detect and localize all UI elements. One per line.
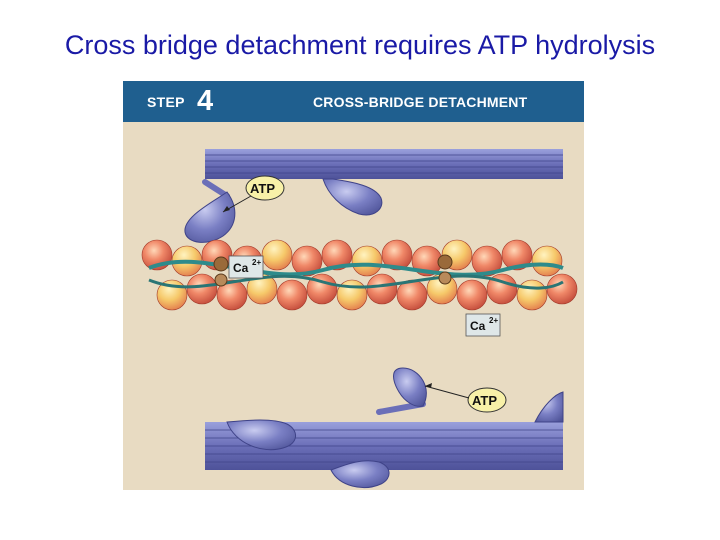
svg-text:2+: 2+ [489, 316, 498, 325]
svg-text:ATP: ATP [472, 393, 497, 408]
slide-title: Cross bridge detachment requires ATP hyd… [64, 30, 656, 60]
cross-bridge-figure: STEP 4 CROSS-BRIDGE DETACHMENT [123, 81, 584, 490]
atp-label-bottom: ATP [424, 383, 507, 413]
ca-label-right: Ca 2+ [465, 313, 501, 337]
svg-text:Ca: Ca [470, 319, 486, 333]
actin-bead [501, 239, 533, 271]
ca-label-left: Ca 2+ [228, 255, 264, 279]
actin-bead [486, 273, 518, 305]
step-number: 4 [197, 85, 214, 117]
actin-bead [351, 245, 383, 277]
actin-bead [321, 239, 353, 271]
thick-filament-top [205, 149, 563, 179]
svg-text:2+: 2+ [252, 258, 261, 267]
svg-text:Ca: Ca [233, 261, 249, 275]
atp-label-top: ATP [222, 175, 285, 213]
actin-bead [381, 239, 413, 271]
step-label: STEP [147, 94, 185, 110]
step-banner: STEP 4 CROSS-BRIDGE DETACHMENT [123, 81, 584, 122]
actin-bead [531, 245, 563, 277]
actin-bead [186, 273, 218, 305]
actin-bead [471, 245, 503, 277]
step-name: CROSS-BRIDGE DETACHMENT [313, 94, 528, 110]
actin-bead [516, 279, 548, 311]
thin-filament [141, 239, 578, 311]
actin-bead [276, 279, 308, 311]
actin-bead [306, 273, 338, 305]
myosin-heads [184, 178, 564, 488]
actin-bead [456, 279, 488, 311]
troponin [213, 254, 453, 287]
svg-text:ATP: ATP [250, 181, 275, 196]
actin-bead [216, 279, 248, 311]
actin-bead [291, 245, 323, 277]
sarcomere-illustration: Ca 2+ Ca 2+ ATP ATP [141, 149, 578, 488]
actin-bead [261, 239, 293, 271]
actin-bead [546, 273, 578, 305]
actin-bead [366, 273, 398, 305]
